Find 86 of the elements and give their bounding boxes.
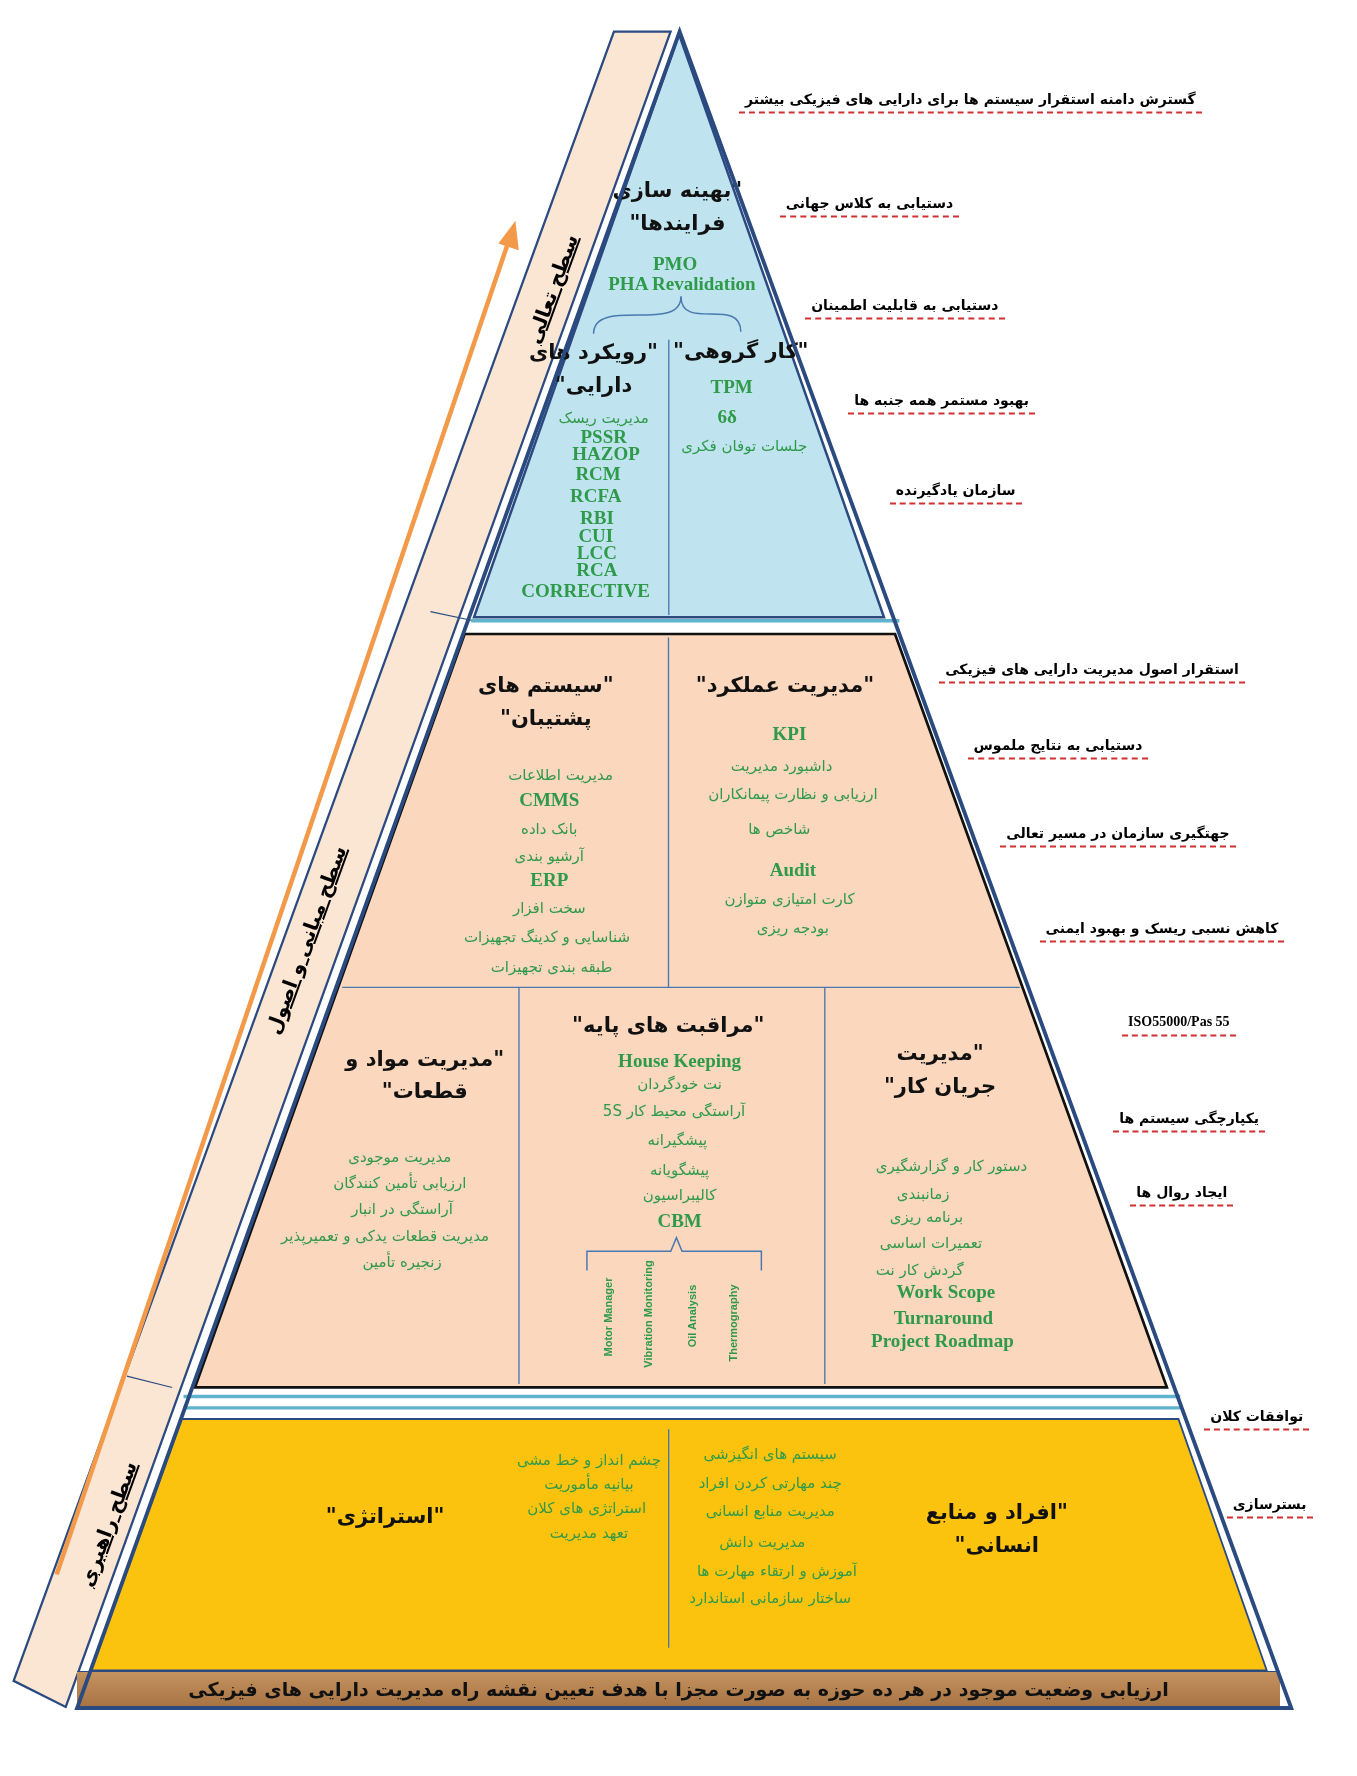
list-item: شاخص ها	[748, 822, 811, 839]
base-bar: ارزیابی وضعیت موجود در هر ده حوزه به صورت مجزا با هدف تعیین نقشه راه مدیریت دارایی های فیزیکی	[77, 1670, 1280, 1706]
list-item: استراتژی های کلان	[527, 1500, 647, 1517]
list-item: مدیریت ریسک	[558, 411, 649, 428]
list-item: PSSR	[580, 428, 627, 447]
section-heading: "مراقبت های پایه"	[572, 1011, 765, 1039]
section-heading: "مدیریت عملکرد"	[695, 672, 875, 699]
list-item: گردش کار نت	[875, 1263, 964, 1279]
list-item: Thermography	[728, 1284, 740, 1362]
connector	[680, 295, 742, 333]
list-item: Project Roadmap	[871, 1332, 1014, 1351]
list-item: LCC	[576, 543, 617, 562]
section-heading: "مدیریت جریان کار"	[882, 1040, 998, 1101]
list-item: Oil Analysis	[687, 1284, 699, 1348]
note: سازمان یادگیرنده	[889, 481, 1022, 505]
section-heading: "افراد و منابع انسانی"	[924, 1499, 1069, 1560]
list-item: برنامه ریزی	[889, 1209, 964, 1226]
list-item: RCM	[575, 464, 621, 483]
list-item: 6δ	[717, 407, 737, 426]
list-item: TPM	[710, 378, 753, 397]
list-item: پیشگیرانه	[647, 1132, 708, 1149]
list-item: چند مهارتی کردن افراد	[698, 1475, 842, 1492]
list-item: KPI	[772, 724, 807, 743]
list-item: دستور کار و گزارشگیری	[875, 1158, 1028, 1175]
list-item: داشبورد مدیریت	[730, 759, 833, 775]
list-item: پیشگویانه	[650, 1163, 710, 1180]
list-item: طبقه بندی تجهیزات	[490, 960, 613, 977]
band-label: سطح مبانی و اصول	[260, 842, 352, 1038]
list-item: بانک داده	[521, 822, 578, 839]
section-heading: "استراتژی"	[325, 1502, 445, 1530]
list-item: CBM	[657, 1212, 702, 1231]
list-item: HAZOP	[572, 445, 640, 464]
list-item: چشم انداز و خط مشی	[517, 1453, 661, 1470]
list-item: مدیریت موجودی	[348, 1149, 452, 1166]
note: جهتگیری سازمان در مسیر تعالی	[1000, 824, 1236, 848]
note: گسترش دامنه استقرار سیستم ها برای دارایی های فیزیکی بیشتر	[739, 90, 1202, 114]
list-item: CUI	[578, 526, 614, 545]
list-item: مدیریت اطلاعات	[508, 768, 613, 784]
list-item: مدیریت دانش	[719, 1534, 806, 1551]
list-item: Work Scope	[896, 1283, 996, 1302]
list-item: ساختار سازمانی استاندارد	[689, 1591, 852, 1608]
list-item: PMO	[652, 255, 698, 274]
list-item: Turnaround	[893, 1309, 994, 1328]
list-item: تعمیرات اساسی	[879, 1235, 983, 1252]
list-item: PHA Revalidation	[608, 275, 756, 294]
note: بهبود مستمر همه جنبه ها	[848, 391, 1036, 415]
list-item: CMMS	[519, 790, 580, 809]
note: دستیابی به کلاس جهانی	[779, 194, 960, 218]
note: ایجاد روال ها	[1130, 1183, 1234, 1207]
list-item: بودجه ریزی	[756, 921, 829, 937]
list-item: آراستگی محیط کار 5S	[602, 1104, 746, 1121]
note: کاهش نسبی ریسک و بهبود ایمنی	[1039, 919, 1285, 943]
section-heading: "سیستم های پشتیبان"	[477, 672, 615, 733]
list-item: RBI	[580, 508, 614, 527]
list-item: زمانبندی	[896, 1187, 950, 1203]
list-item: ارزیابی و نظارت پیمانکاران	[708, 787, 878, 804]
list-item: سخت افزار	[512, 901, 586, 918]
list-item: ERP	[530, 871, 569, 890]
list-item: تعهد مدیریت	[549, 1525, 629, 1542]
list-item: House Keeping	[618, 1052, 742, 1071]
list-item: CORRECTIVE	[521, 582, 650, 601]
list-item: کالیبراسیون	[642, 1188, 717, 1205]
list-item: آراستگی در انبار	[351, 1201, 453, 1218]
note: یکپارچگی سیستم ها	[1113, 1109, 1266, 1133]
section-heading: "مدیریت مواد و قطعات"	[343, 1046, 506, 1106]
note: دستیابی به قابلیت اطمینان	[805, 296, 1005, 320]
note: توافقات کلان	[1204, 1407, 1310, 1431]
list-item: مدیریت قطعات یدکی و تعمیرپذیر	[281, 1228, 490, 1245]
list-item: سیستم های انگیزشی	[703, 1447, 837, 1464]
list-item: نت خودگردان	[637, 1077, 722, 1094]
list-item: آرشیو بندی	[514, 849, 584, 866]
list-item: آموزش و ارتقاء مهارت ها	[697, 1564, 857, 1581]
list-item: Vibration Monitoring	[643, 1260, 655, 1368]
list-item: شناسایی و کدینگ تجهیزات	[463, 929, 630, 946]
list-item: Motor Manager	[603, 1277, 616, 1357]
note: دستیابی به نتایج ملموس	[967, 736, 1149, 760]
list-item: مدیریت منابع انسانی	[705, 1504, 835, 1521]
list-item: RCFA	[570, 487, 622, 506]
note: ISO55000/Pas 55	[1122, 1013, 1236, 1037]
list-item: RCA	[576, 560, 618, 579]
list-item: Audit	[769, 860, 817, 879]
list-item: جلسات توفان فکری	[681, 439, 808, 456]
band-label: سطح راهبری	[73, 1457, 142, 1590]
list-item: کارت امتیازی متوازن	[724, 892, 855, 909]
note: استقرار اصول مدیریت دارایی های فیزیکی	[939, 660, 1245, 684]
note: بسترسازی	[1226, 1495, 1313, 1518]
